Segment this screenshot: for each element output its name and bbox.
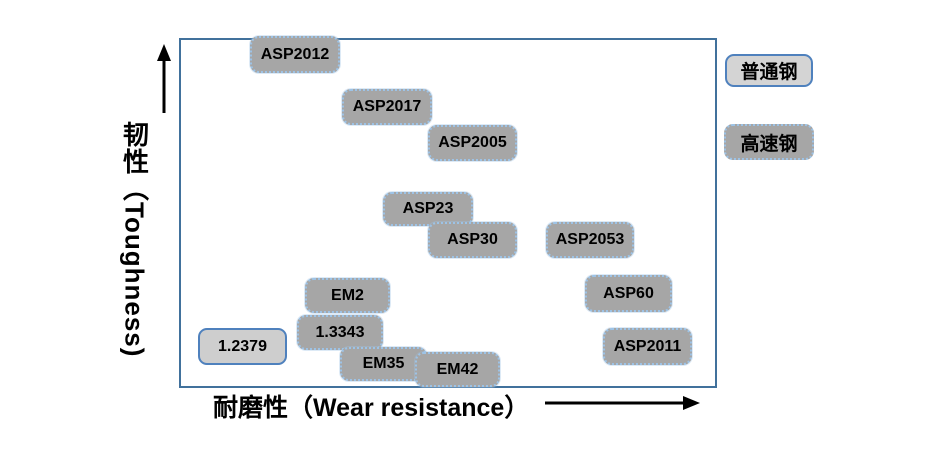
steel-grade-label: ASP2017 (352, 98, 422, 115)
steel-grade-box-asp30: ASP30 (428, 222, 517, 258)
steel-grade-box-asp2005: ASP2005 (428, 125, 517, 161)
x-axis-label: 耐磨性（Wear resistance） (213, 394, 530, 422)
steel-grade-label: ASP23 (402, 200, 454, 217)
steel-grade-label: 1.3343 (315, 323, 365, 341)
steel-grade-label: ASP2053 (555, 231, 625, 248)
legend-high-speed-steel: 高速钢 (724, 124, 814, 160)
y-axis-label: 韧性（Toughness) (119, 121, 150, 358)
steel-grade-box-asp2053: ASP2053 (546, 222, 634, 258)
steel-grade-label: EM35 (362, 355, 405, 372)
legend-ordinary-steel: 普通钢 (725, 54, 813, 87)
x-axis-arrow-icon (545, 396, 700, 410)
steel-grade-label: ASP2005 (438, 134, 507, 151)
steel-grade-box-asp2011: ASP2011 (603, 328, 692, 365)
steel-grade-label: EM42 (436, 360, 479, 378)
steel-grade-box-em42: EM42 (415, 352, 500, 387)
steel-grade-box-em35: EM35 (340, 347, 427, 381)
steel-grade-box-1-3343: 1.3343 (297, 315, 383, 350)
steel-grade-box-em2: EM2 (305, 278, 390, 313)
steel-grade-label: ASP2012 (260, 45, 330, 63)
steel-grade-box-asp2017: ASP2017 (342, 89, 432, 125)
steel-grade-label: EM2 (331, 286, 364, 304)
steel-grade-box-1-2379: 1.2379 (198, 328, 287, 365)
legend-high-speed-steel-label: 高速钢 (740, 133, 798, 155)
steel-grade-box-asp23: ASP23 (383, 192, 473, 226)
steel-grade-label: ASP2011 (613, 337, 682, 355)
steel-grade-box-asp60: ASP60 (585, 275, 672, 312)
steel-grade-label: ASP60 (603, 284, 654, 302)
y-axis-arrow-icon (157, 44, 171, 113)
steel-grade-box-asp2012: ASP2012 (250, 36, 340, 73)
legend-ordinary-steel-label: 普通钢 (740, 62, 798, 83)
steel-grade-label: ASP30 (447, 231, 498, 248)
steel-grade-label: 1.2379 (218, 337, 267, 355)
